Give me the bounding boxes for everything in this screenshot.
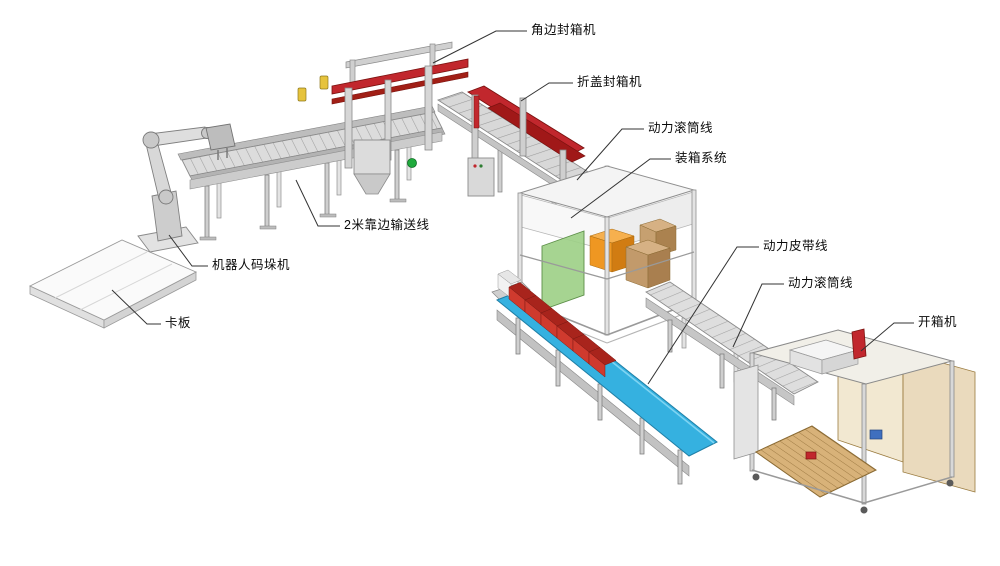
power-belt-line	[491, 269, 718, 485]
erector-right-panel	[902, 351, 976, 493]
robot-elbow-joint	[142, 131, 160, 149]
packer-column	[604, 216, 610, 336]
red-rail-upper	[331, 58, 469, 95]
caster-wheel	[860, 506, 868, 514]
blue-component	[869, 429, 883, 440]
label-corner-sealing-machine: 角边封箱机	[531, 23, 597, 37]
yellow-cylinder	[319, 75, 329, 90]
machine-column	[344, 87, 353, 169]
leader-line	[520, 82, 573, 102]
flap-fold-sealing-machine	[467, 85, 586, 205]
erector-column	[949, 360, 955, 478]
leader-line	[432, 30, 527, 64]
red-beam-lower	[487, 102, 586, 163]
leader-line	[647, 246, 759, 385]
hopper-cabinet	[353, 139, 391, 175]
green-guard-panel	[541, 230, 585, 311]
leader-line	[295, 179, 340, 227]
red-box	[588, 347, 617, 378]
label-case-packing-system: 装箱系统	[675, 151, 728, 165]
red-box	[540, 308, 569, 339]
control-cabinet	[467, 157, 495, 197]
cardboard-carton	[625, 239, 671, 289]
label-power-roller-line-upper: 动力滚筒线	[648, 121, 714, 135]
erector-column	[861, 383, 867, 505]
pallet-top	[28, 239, 198, 321]
case-erector	[733, 328, 976, 514]
leader-line	[860, 322, 914, 352]
machine-column	[424, 65, 433, 151]
label-two-meter-edge-conveyor: 2米靠边输送线	[344, 218, 430, 232]
case-packing-system	[517, 165, 697, 344]
blank-magazine	[755, 425, 877, 498]
label-robot-palletizer: 机器人码垛机	[212, 258, 291, 272]
red-boxes-on-belt	[508, 282, 617, 378]
label-power-roller-line-lower: 动力滚筒线	[788, 276, 854, 290]
leader-line	[570, 158, 671, 219]
pallet	[28, 239, 198, 329]
machine-column	[519, 97, 527, 157]
caster-wheel	[752, 473, 760, 481]
erector-red-clamp	[851, 328, 867, 360]
caster-wheel	[946, 479, 954, 487]
robot-shoulder-joint	[158, 189, 174, 205]
leader-lines	[111, 30, 914, 385]
green-indicator	[407, 158, 417, 168]
label-case-erector: 开箱机	[918, 315, 958, 329]
robot-palletizer	[137, 123, 236, 253]
red-component	[805, 451, 817, 460]
leader-line	[576, 128, 644, 181]
label-pallet: 卡板	[165, 316, 192, 330]
label-flap-fold-sealing-machine: 折盖封箱机	[577, 75, 643, 89]
roller-surface	[645, 281, 819, 395]
leader-line	[732, 283, 784, 348]
packer-column	[691, 189, 697, 303]
corner-sealing-machine	[297, 41, 469, 195]
yellow-cylinder	[297, 87, 307, 102]
erector-side-panel	[733, 364, 759, 460]
robot-gripper	[205, 123, 236, 151]
leader-line	[168, 234, 208, 267]
label-power-belt-line: 动力皮带线	[763, 239, 829, 253]
belt-frame-side	[496, 309, 690, 477]
red-rail-lower	[331, 71, 469, 105]
leader-line	[111, 289, 161, 325]
